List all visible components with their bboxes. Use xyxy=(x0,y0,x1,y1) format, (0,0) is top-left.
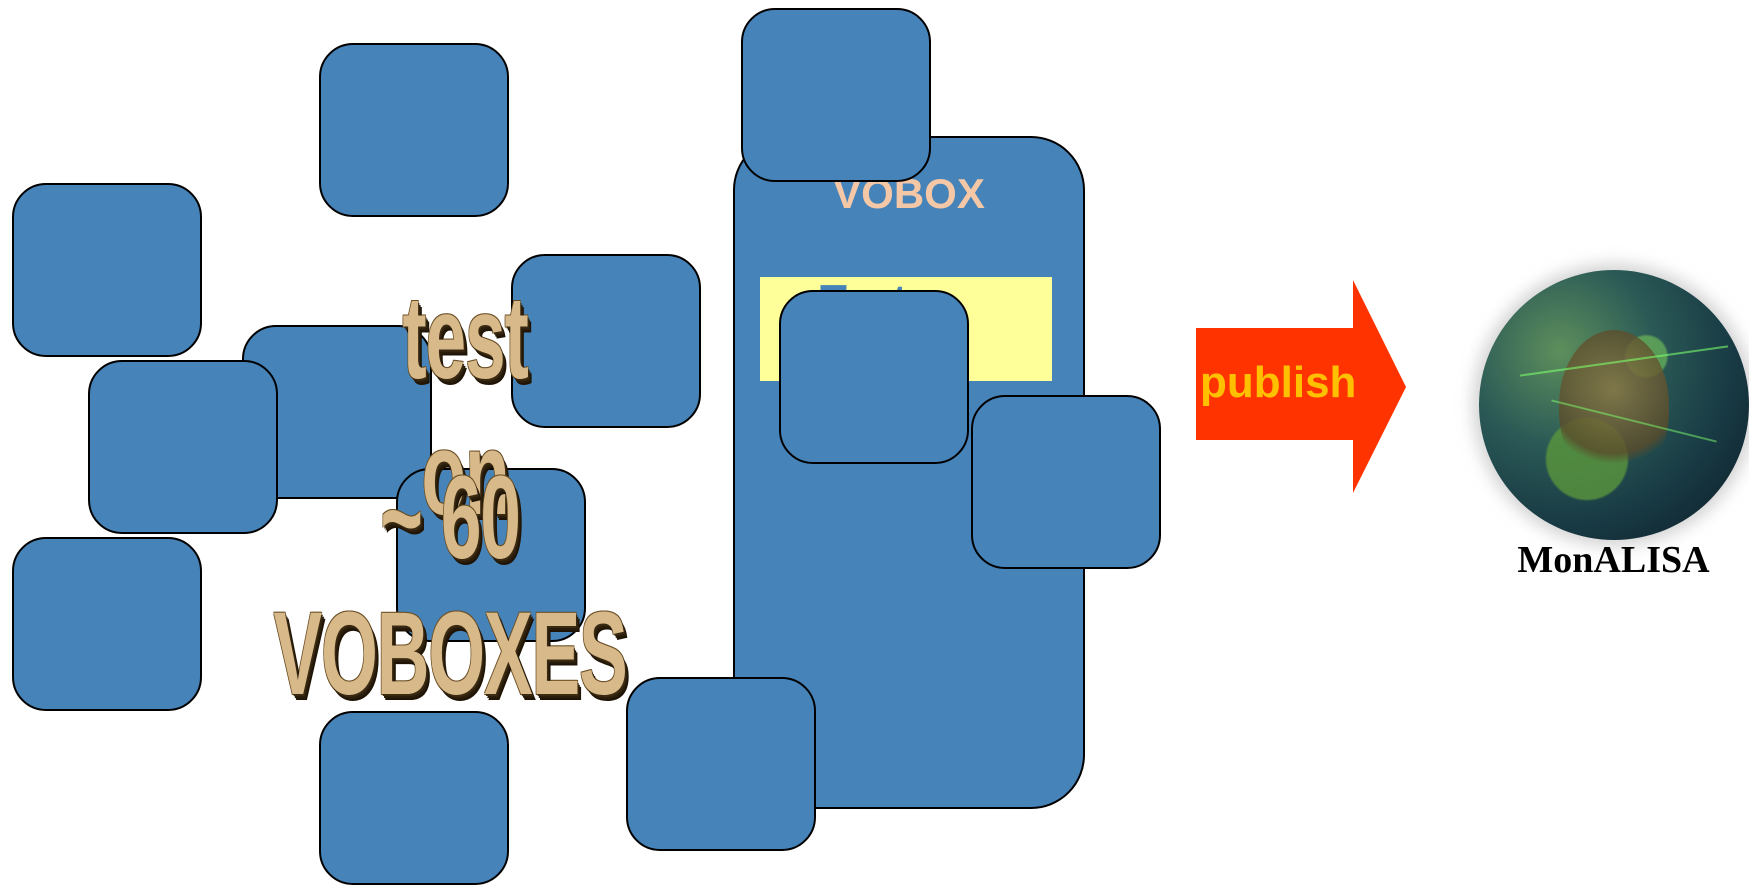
vobox-node xyxy=(319,43,509,217)
publish-label: publish xyxy=(1200,358,1357,407)
vobox-node xyxy=(319,711,509,885)
vobox-node xyxy=(12,537,202,711)
monalisa-globe-icon xyxy=(1479,270,1749,540)
vobox-node xyxy=(396,468,586,642)
vobox-node xyxy=(741,8,931,182)
vobox-node xyxy=(779,290,969,464)
publish-arrow-icon xyxy=(1196,280,1406,493)
overlay-text-line2: ~ 60 VOBOXES xyxy=(273,452,627,720)
overlay-text-line1: test on xyxy=(402,272,528,540)
vobox-node xyxy=(88,360,278,534)
vobox-node xyxy=(12,183,202,357)
vobox-node xyxy=(971,395,1161,569)
vobox-node xyxy=(511,254,701,428)
monalisa-label: MonALISA xyxy=(1517,539,1710,581)
vobox-node xyxy=(626,677,816,851)
